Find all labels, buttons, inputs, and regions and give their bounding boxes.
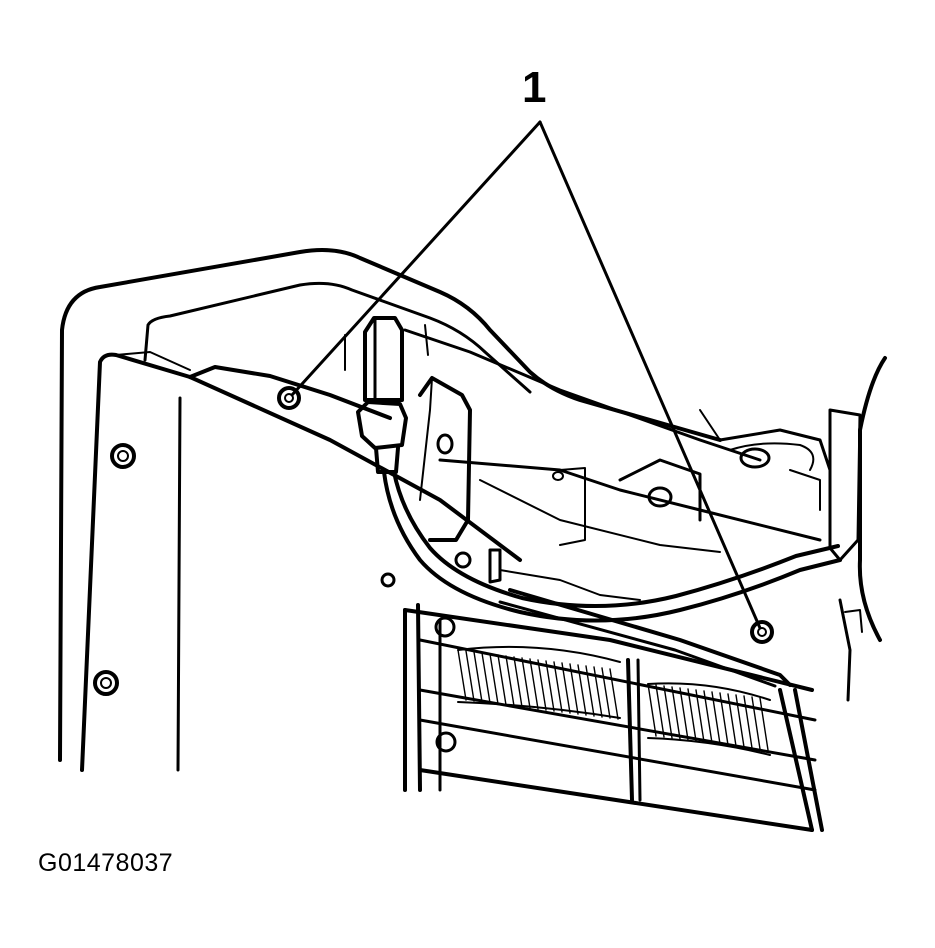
fastener-upper-left [277, 386, 301, 410]
rivet-lower [93, 670, 119, 696]
figure-id: G01478037 [38, 849, 174, 877]
fastener-lower-right [750, 620, 774, 644]
leader-line-left [290, 120, 542, 397]
sensor-plug [344, 316, 429, 474]
heater-core-grid [403, 603, 824, 832]
leader-line-right [538, 120, 762, 630]
callout-leader-lines [290, 120, 762, 630]
panel-rivets [93, 443, 136, 696]
wire-harness [382, 470, 842, 623]
small-hardware [380, 548, 641, 601]
rivet-upper [110, 443, 136, 469]
callout-number: 1 [522, 63, 547, 112]
right-structure [699, 356, 887, 702]
trim-strip [498, 588, 792, 688]
front-panel [80, 351, 522, 772]
inner-frame [403, 328, 822, 553]
connector-bracket [418, 376, 472, 542]
